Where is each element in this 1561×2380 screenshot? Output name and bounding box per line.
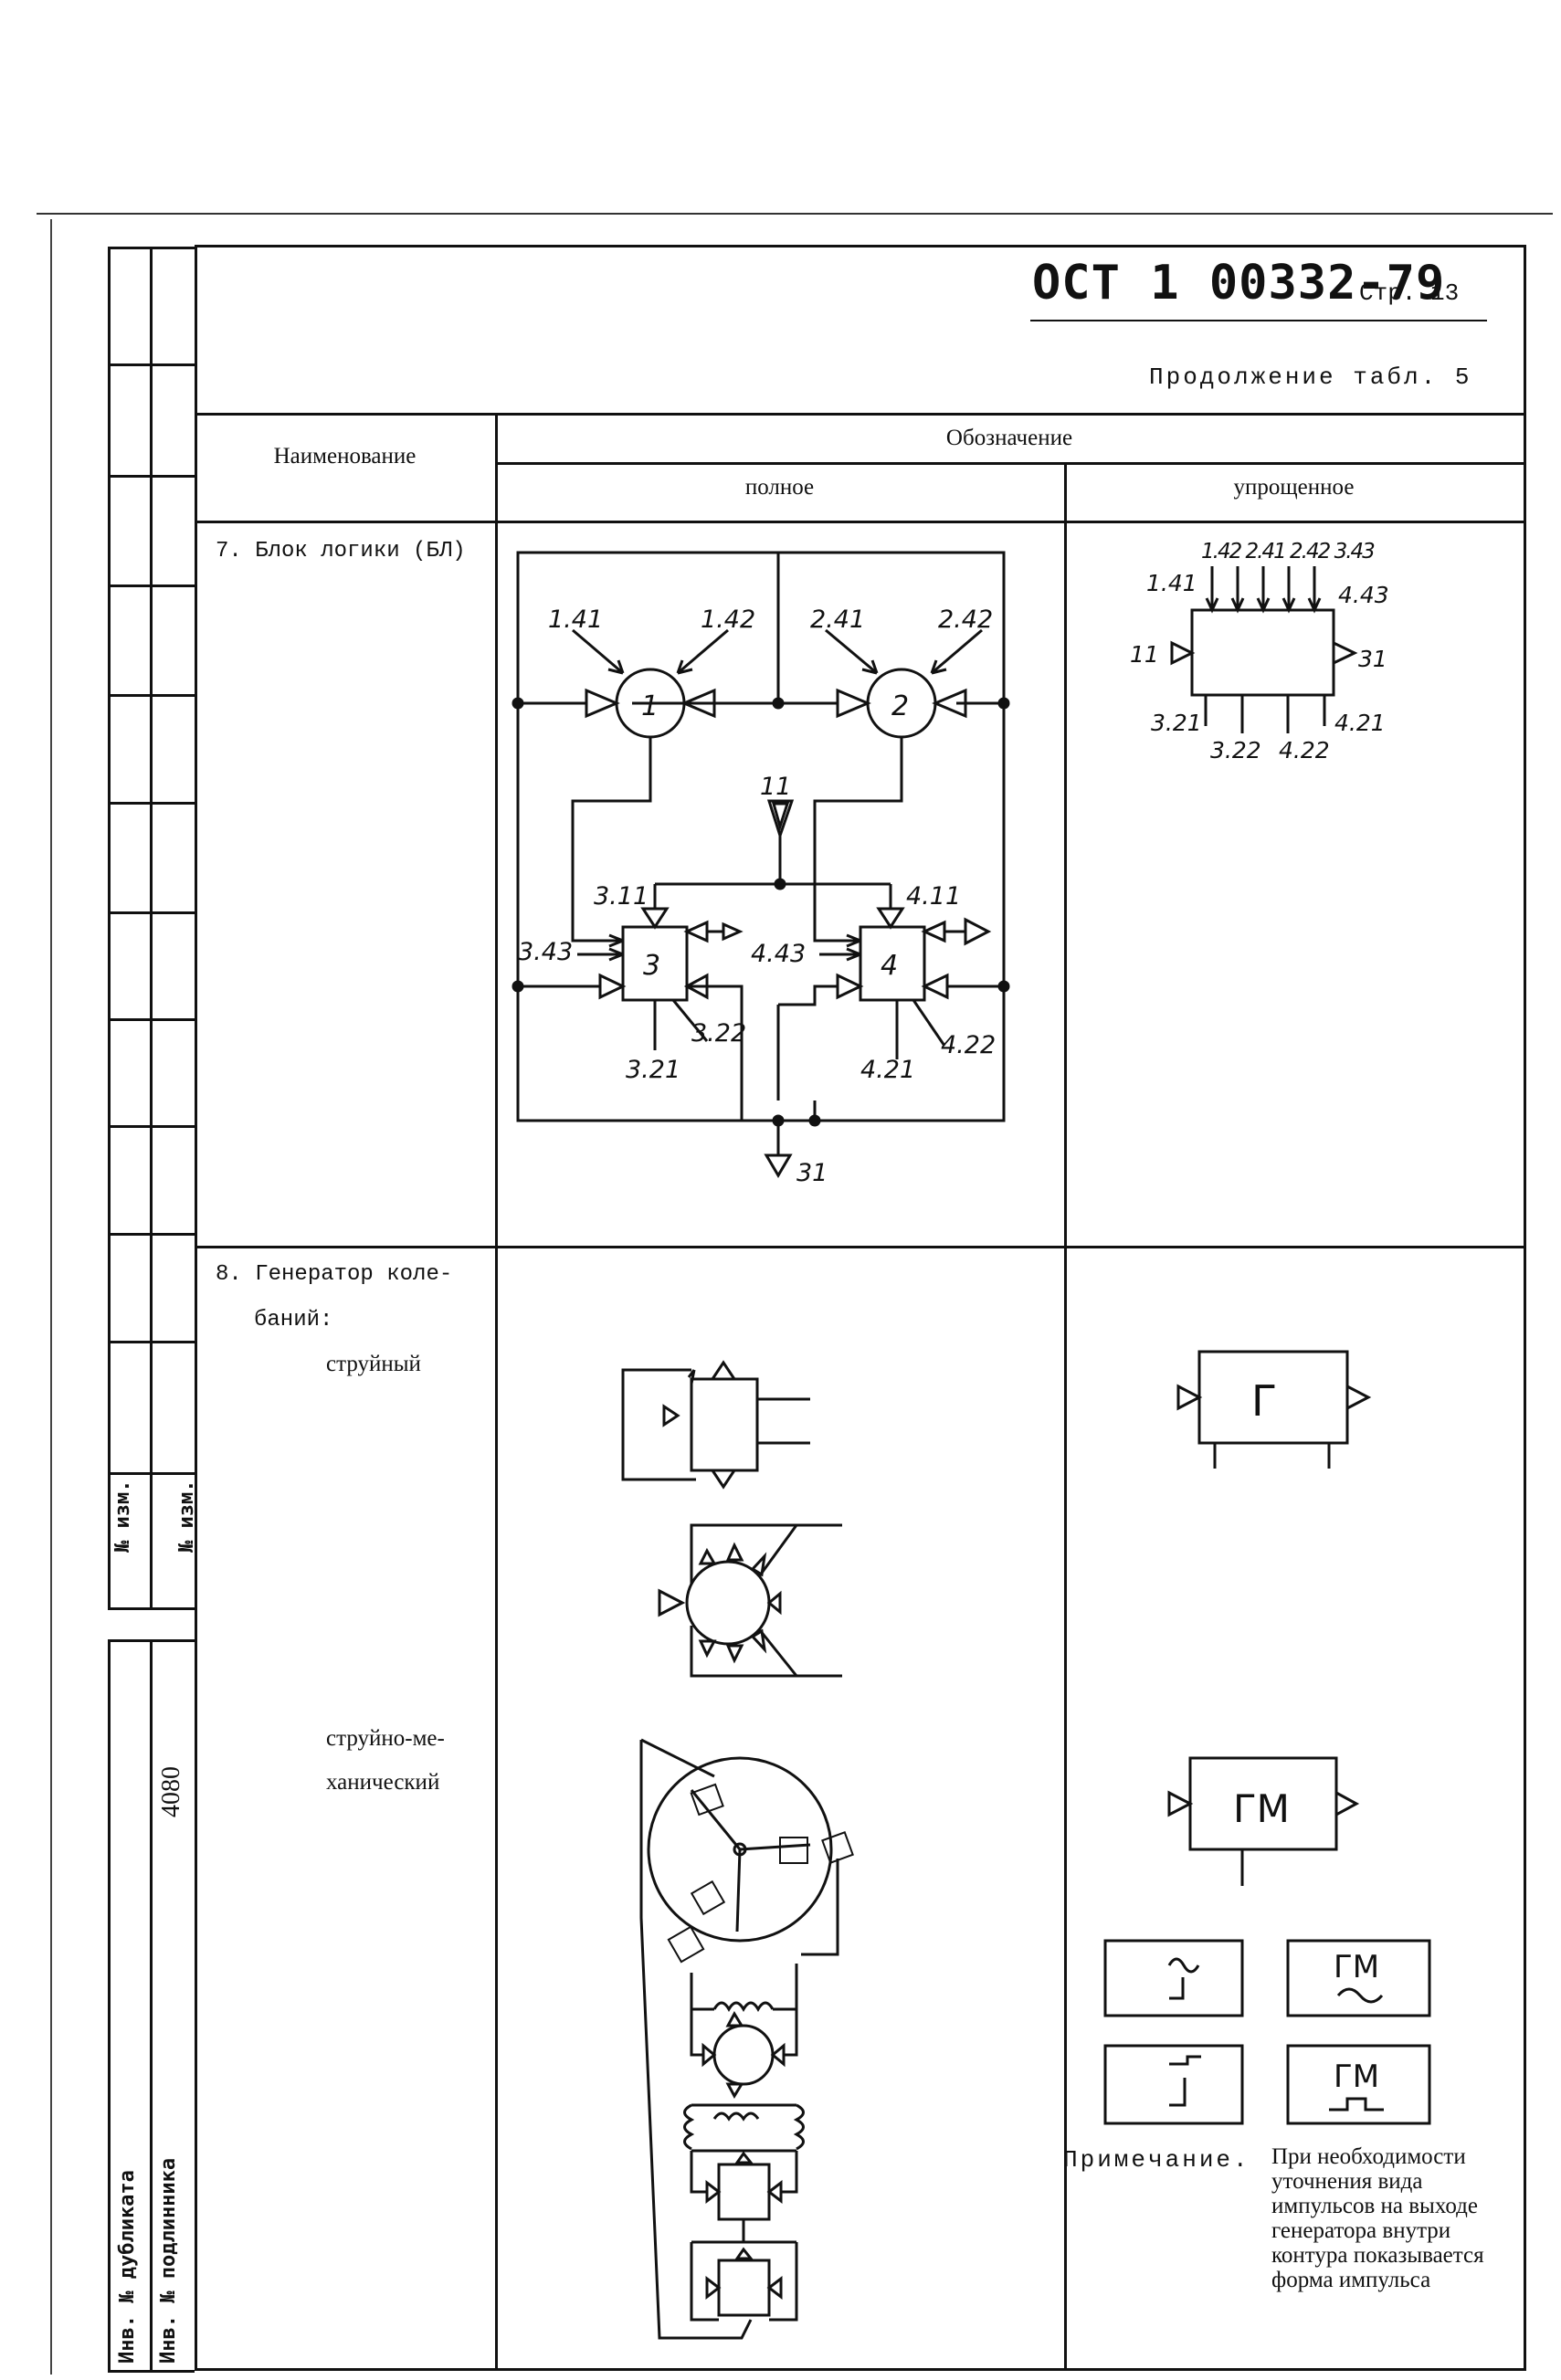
label-el-2: 2 xyxy=(891,690,909,722)
header-mid xyxy=(495,462,1526,465)
row8-sub-jet: струйный xyxy=(326,1352,421,1376)
note-label: Примечание. xyxy=(1063,2146,1250,2174)
logic-block-full-diagram: 1 2 3 4 1.41 1.42 2.41 2.42 11 3.11 4.11… xyxy=(512,551,1010,1187)
col-divider-1 xyxy=(495,413,498,2368)
table-top xyxy=(195,413,1526,416)
element-4-box xyxy=(859,925,926,1002)
top-dash-line xyxy=(37,213,1553,215)
stamp-inv-orig: Инв. № подлинника xyxy=(157,2157,180,2364)
row8-title-1: 8. Генератор коле- xyxy=(216,1262,453,1287)
margin-r6 xyxy=(108,911,195,914)
row7-title: 7. Блок логики (БЛ) xyxy=(216,539,466,563)
stamp-izm-1: № изм. xyxy=(111,1480,134,1553)
pulse-shape-examples: ГМ ГМ xyxy=(1103,1939,1431,2125)
header-bottom xyxy=(195,521,1526,523)
simple-label-421: 4.21 xyxy=(1334,710,1386,736)
simple-label-422: 4.22 xyxy=(1279,737,1330,763)
margin-r11 xyxy=(108,1472,195,1475)
label-out-31: 31 xyxy=(796,1159,828,1187)
margin-col-4 xyxy=(150,1639,153,2370)
simple-label-443: 4.43 xyxy=(1338,582,1389,608)
left-page-edge xyxy=(50,219,52,2375)
margin-r3 xyxy=(108,584,195,587)
note-text: При необходимости уточнения вида импульс… xyxy=(1271,2144,1484,2292)
jet-generator-full-diagram xyxy=(621,1360,842,1678)
label-311: 3.11 xyxy=(594,882,649,911)
logic-block-simple-diagram: 1.42 2.41 2.42 3.43 1.41 4.43 11 31 3.21… xyxy=(1130,540,1389,763)
box2-gm-label: ГМ xyxy=(1334,1949,1379,1985)
label-422: 4.22 xyxy=(941,1031,996,1059)
margin-r9 xyxy=(108,1233,195,1236)
label-142: 1.42 xyxy=(701,606,755,634)
label-el-1: 1 xyxy=(641,690,659,722)
label-241: 2.41 xyxy=(810,606,865,634)
col-divider-2 xyxy=(1064,462,1067,2368)
frame-left xyxy=(195,245,197,2370)
row8-title-2: баний: xyxy=(254,1308,333,1332)
label-343: 3.43 xyxy=(518,938,573,966)
margin-col-3 xyxy=(108,1639,111,2370)
table-continuation: Продолжение табл. 5 xyxy=(1149,363,1472,391)
row8-sub-mech-1: струйно-ме- xyxy=(326,1726,445,1751)
margin-col-2 xyxy=(150,247,153,1607)
simple-g-label: Г xyxy=(1251,1376,1277,1426)
label-321: 3.21 xyxy=(626,1056,680,1084)
simple-label-321: 3.21 xyxy=(1151,710,1202,736)
label-141: 1.41 xyxy=(548,606,603,634)
col-header-full: полное xyxy=(744,475,815,500)
col-header-simplified: упрощенное xyxy=(1233,475,1355,500)
margin-r1 xyxy=(108,363,195,366)
margin-r13 xyxy=(108,1639,195,1642)
simple-label-11: 11 xyxy=(1130,641,1159,668)
label-411: 4.11 xyxy=(906,882,961,911)
col-header-name: Наименование xyxy=(273,444,417,469)
margin-r12 xyxy=(108,1607,195,1610)
jet-generator-simple-diagram: Г xyxy=(1176,1350,1372,1469)
margin-r7 xyxy=(108,1018,195,1021)
stamp-inv-number: 4080 xyxy=(157,1766,185,1817)
frame-bottom xyxy=(195,2368,1526,2371)
page-number: Стр. 13 xyxy=(1359,279,1460,307)
doc-code: ОСТ 1 00332-79 xyxy=(1032,256,1446,311)
label-421: 4.21 xyxy=(860,1056,915,1084)
jet-mech-generator-simple-diagram: ГМ xyxy=(1167,1756,1360,1886)
margin-r10 xyxy=(108,1341,195,1343)
margin-top xyxy=(108,247,195,249)
margin-r4 xyxy=(108,694,195,697)
label-443: 4.43 xyxy=(751,940,806,968)
simple-label-322: 3.22 xyxy=(1210,737,1261,763)
row8-sub-mech-2: ханический xyxy=(326,1770,440,1795)
frame-right xyxy=(1524,245,1526,2370)
label-el-3: 3 xyxy=(643,950,660,982)
margin-r8 xyxy=(108,1125,195,1128)
margin-bottom xyxy=(108,2370,195,2373)
label-el-4: 4 xyxy=(881,950,898,982)
row-divider xyxy=(195,1246,1526,1248)
simple-gm-label: ГМ xyxy=(1233,1786,1290,1831)
simple-label-31: 31 xyxy=(1358,646,1387,672)
margin-col-1 xyxy=(108,247,111,1607)
margin-r2 xyxy=(108,475,195,478)
simple-label-141: 1.41 xyxy=(1146,570,1197,596)
label-11: 11 xyxy=(760,773,791,801)
frame-top xyxy=(195,245,1526,247)
jet-mech-generator-full-diagram xyxy=(639,1738,854,2340)
col-header-designation: Обозначение xyxy=(945,426,1073,450)
label-322: 3.22 xyxy=(691,1019,746,1048)
doc-code-underline xyxy=(1030,320,1487,321)
label-242: 2.42 xyxy=(938,606,993,634)
simple-top-labels: 1.42 2.41 2.42 3.43 xyxy=(1201,540,1375,563)
stamp-inv-dup: Инв. № дубликата xyxy=(116,2170,139,2364)
margin-r5 xyxy=(108,802,195,805)
box4-gm-label: ГМ xyxy=(1334,2059,1379,2095)
